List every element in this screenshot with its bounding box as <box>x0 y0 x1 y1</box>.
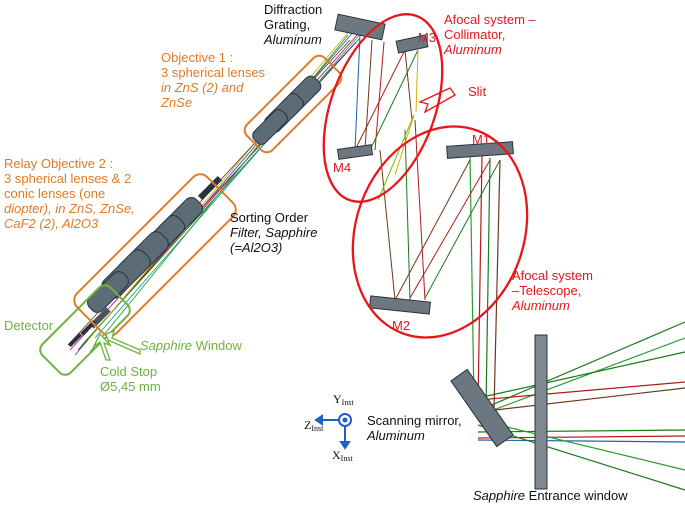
grating-mirror <box>334 13 386 41</box>
scanning-mirror-label: Scanning mirror, Aluminum <box>367 413 462 443</box>
sorting-filter-label: Sorting Order Filter, Sapphire (=Al2O3) <box>230 210 317 255</box>
scanning-line1: Scanning mirror, <box>367 413 462 428</box>
afocal-collimator-label: Afocal system – Collimator, Aluminum <box>444 12 536 57</box>
instrument-axes <box>314 413 352 450</box>
telescope-ray-paths <box>379 119 501 301</box>
sapphire-window-italic: Sapphire <box>140 338 193 353</box>
relay-line1: Relay Objective 2 : <box>4 156 114 171</box>
collimator-line1: Afocal system – <box>444 12 536 27</box>
sapphire-window-label: Sapphire Window <box>140 338 242 353</box>
detector-label: Detector <box>4 318 54 333</box>
m2-label: M2 <box>392 318 411 333</box>
diffraction-line2: Grating, <box>264 17 311 32</box>
objective1-box <box>243 54 343 154</box>
axis-z-label: ZInst <box>304 418 323 436</box>
axis-x-letter: X <box>332 448 341 462</box>
relay-objective-lenses <box>87 196 204 313</box>
objective1-line2: 3 spherical lenses <box>161 65 266 80</box>
sorting-line3: (=Al2O3) <box>230 240 283 255</box>
collimator-ellipse <box>322 13 444 203</box>
telescope-line2: –Telescope, <box>512 283 582 298</box>
m3-label: M3 <box>418 30 437 45</box>
axis-y-letter: Y <box>333 392 342 406</box>
detector-assembly <box>67 307 111 348</box>
mirrors <box>334 13 548 490</box>
axis-x-label: XInst <box>332 448 353 466</box>
m1-mirror <box>446 141 514 159</box>
cold-stop-line1: Cold Stop <box>100 364 158 379</box>
relay-line2: 3 spherical lenses & 2 <box>4 171 132 186</box>
diffraction-grating-label: Diffraction Grating, Aluminum <box>264 2 322 47</box>
axis-x-sub: Inst <box>340 454 353 463</box>
entrance-window-rest: Entrance window <box>525 488 628 503</box>
incoming-ray-bundle <box>469 154 685 491</box>
diffraction-line1: Diffraction <box>264 2 323 17</box>
detector-callout-arrows <box>92 329 141 361</box>
collimator-line2: Collimator, <box>444 27 506 42</box>
sorting-order-filter <box>197 175 223 201</box>
m3-mirror <box>395 34 429 54</box>
axis-z-letter: Z <box>304 418 312 432</box>
diffraction-line3: Aluminum <box>264 32 322 47</box>
objective1-line4: ZnSe <box>161 95 193 110</box>
collimator-line3: Aluminum <box>444 42 502 57</box>
objective1-lenses <box>252 75 322 145</box>
sorting-line1: Sorting Order <box>230 210 309 225</box>
axis-y-sub: Inst <box>341 398 354 407</box>
slit-label: Slit <box>468 84 487 99</box>
scanning-line2: Aluminum <box>367 428 425 443</box>
relay-objective-label: Relay Objective 2 : 3 spherical lenses &… <box>4 156 135 231</box>
sapphire-window-rest: Window <box>192 338 242 353</box>
telescope-line3: Aluminum <box>512 298 570 313</box>
collimator-ray-paths <box>354 34 419 201</box>
relay-objective-box <box>73 173 237 337</box>
telescope-label: Afocal system –Telescope, Aluminum <box>512 268 593 313</box>
m2-mirror <box>368 295 432 315</box>
cold-stop-line2: Ø5,45 mm <box>100 379 161 394</box>
telescope-line1: Afocal system <box>512 268 593 283</box>
detector-box <box>39 284 131 376</box>
entrance-window-italic: Sapphire <box>473 488 526 503</box>
m4-label: M4 <box>333 160 352 175</box>
cold-stop-label: Cold Stop Ø5,45 mm <box>100 364 161 394</box>
objective1-label: Objective 1 : 3 spherical lenses in ZnS … <box>161 50 265 110</box>
entrance-window <box>534 334 548 490</box>
sorting-line2: Filter, Sapphire <box>230 225 318 240</box>
axis-y-label: YInst <box>333 392 354 410</box>
axis-z-sub: Inst <box>311 424 324 433</box>
relay-line5: CaF2 (2), Al2O3 <box>4 216 99 231</box>
slit-arrow <box>418 87 456 114</box>
m4-mirror <box>336 144 374 160</box>
relay-line4: diopter), in ZnS, ZnSe, <box>4 201 135 216</box>
relay-line3: conic lenses (one <box>4 186 106 201</box>
m1-label: M1 <box>472 132 491 147</box>
objective1-line1: Objective 1 : <box>161 50 234 65</box>
entrance-window-label: Sapphire Entrance window <box>473 488 628 503</box>
telescope-ellipse <box>351 125 529 339</box>
scanning-mirror <box>450 368 514 448</box>
objective1-line3: in ZnS (2) and <box>161 80 244 95</box>
